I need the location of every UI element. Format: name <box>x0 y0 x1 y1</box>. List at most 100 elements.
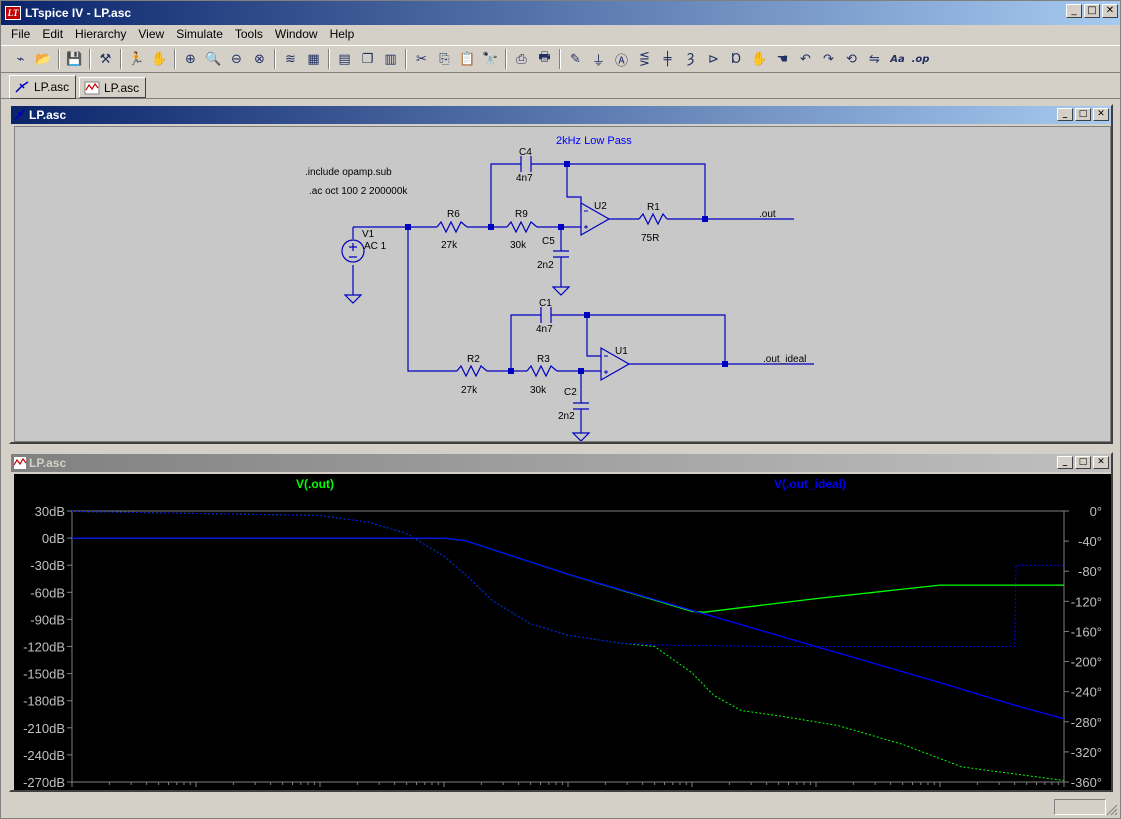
halt-button[interactable]: ✋ <box>148 48 171 70</box>
mirror-button[interactable]: ⇋ <box>863 48 886 70</box>
new-schematic-button[interactable]: ⌁ <box>9 48 32 70</box>
capacitor-c5 <box>553 250 569 258</box>
waveform-close-button[interactable]: ✕ <box>1093 456 1109 469</box>
control-panel-button[interactable]: ⚒ <box>94 48 117 70</box>
tab-schematic-label: LP.asc <box>34 80 70 94</box>
find-button[interactable]: 🔭 <box>479 48 502 70</box>
minimize-button[interactable]: _ <box>1066 4 1082 18</box>
paste-button[interactable]: 📋 <box>456 48 479 70</box>
diode-button[interactable]: ⊳ <box>702 48 725 70</box>
drag-button[interactable]: ☚ <box>771 48 794 70</box>
resize-grip-icon[interactable] <box>1106 804 1118 816</box>
schematic-window-titlebar: LP.asc _ □ ✕ <box>11 106 1111 124</box>
rotate-button[interactable]: ⟲ <box>840 48 863 70</box>
component-button[interactable]: Ɒ <box>725 48 748 70</box>
label-r6: R6 <box>447 209 460 220</box>
pan-button[interactable]: 🔍 <box>202 48 225 70</box>
schematic-title: 2kHz Low Pass <box>556 135 632 147</box>
tab-waveform-label: LP.asc <box>104 80 140 95</box>
maximize-button[interactable]: □ <box>1084 4 1100 18</box>
toolbar-separator <box>505 49 507 69</box>
save-button[interactable]: 💾 <box>63 48 86 70</box>
y-tick-label: 0dB <box>42 531 65 546</box>
menu-edit[interactable]: Edit <box>42 27 64 41</box>
waveform-maximize-button[interactable]: □ <box>1075 456 1091 469</box>
find-icon: 🔭 <box>482 51 499 67</box>
schematic-maximize-button[interactable]: □ <box>1075 108 1091 121</box>
schematic-minimize-button[interactable]: _ <box>1057 108 1073 121</box>
waveform-plot[interactable]: 2Hz20Hz200Hz2KHz20KHz200KHz2MHz20MHz200M… <box>14 474 1111 790</box>
schematic-canvas[interactable]: 2kHz Low Pass .include opamp.sub .ac oct… <box>14 126 1111 442</box>
cut-button[interactable]: ✂ <box>410 48 433 70</box>
inductor-button[interactable]: Ȝ <box>679 48 702 70</box>
menu-file[interactable]: File <box>11 27 31 41</box>
label-u1: U1 <box>615 346 628 357</box>
run-button[interactable]: 🏃 <box>125 48 148 70</box>
y-tick-label: -180dB <box>23 694 65 709</box>
label-r9: R9 <box>515 209 528 220</box>
menu-simulate[interactable]: Simulate <box>176 27 223 41</box>
net-label-out-ideal: .out_ideal <box>763 354 806 365</box>
tile-horizontal-button[interactable]: ▤ <box>333 48 356 70</box>
capacitor-icon: ╪ <box>663 51 672 67</box>
waveform-minimize-button[interactable]: _ <box>1057 456 1073 469</box>
move-button[interactable]: ✋ <box>748 48 771 70</box>
wire-button[interactable]: ✎ <box>564 48 587 70</box>
x-tick-label: 2KHz <box>428 788 460 790</box>
zoom-fit-button[interactable]: ⊗ <box>248 48 271 70</box>
y2-tick-label: -120° <box>1071 594 1102 609</box>
ground-button[interactable]: ⏚ <box>587 48 610 70</box>
x-tick-label: 2Hz <box>60 788 83 790</box>
tile-vertical-button[interactable]: ▥ <box>379 48 402 70</box>
tab-waveform[interactable]: LP.asc <box>79 77 147 98</box>
menu-help[interactable]: Help <box>329 27 355 41</box>
wire <box>531 163 706 219</box>
text-button[interactable]: Aa <box>886 48 909 70</box>
open-button[interactable]: 📂 <box>32 48 55 70</box>
grid-button[interactable]: ▦ <box>302 48 325 70</box>
trace-label-v-out[interactable]: V(.out) <box>296 477 334 491</box>
x-tick-label: 200MHz <box>1040 788 1088 790</box>
toolbar-separator <box>559 49 561 69</box>
menu-view[interactable]: View <box>138 27 165 41</box>
resistor-button[interactable]: ⋚ <box>633 48 656 70</box>
junction-dot <box>722 361 728 367</box>
move-icon: ✋ <box>751 51 768 67</box>
zoom-in-button[interactable]: ⊕ <box>179 48 202 70</box>
opamp-u1 <box>600 346 631 382</box>
redo-button[interactable]: ↷ <box>817 48 840 70</box>
undo-button[interactable]: ↶ <box>794 48 817 70</box>
cut-icon: ✂ <box>416 51 427 67</box>
schematic-icon <box>15 81 29 93</box>
voltage-source-v1 <box>341 239 365 263</box>
opamp-u2 <box>580 201 611 237</box>
inductor-icon: Ȝ <box>686 51 695 67</box>
zoom-out-button[interactable]: ⊖ <box>225 48 248 70</box>
schematic-close-button[interactable]: ✕ <box>1093 108 1109 121</box>
label-c4-value: 4n7 <box>516 173 533 184</box>
menu-tools[interactable]: Tools <box>234 27 263 41</box>
menu-window[interactable]: Window <box>274 27 318 41</box>
y2-tick-label: -200° <box>1071 655 1102 670</box>
copy-button[interactable]: ⎘ <box>433 48 456 70</box>
close-button[interactable]: ✕ <box>1102 4 1118 18</box>
cascade-button[interactable]: ❐ <box>356 48 379 70</box>
trace-label-v-out-ideal[interactable]: V(.out_ideal) <box>774 477 846 491</box>
print-button[interactable]: 🖶 <box>533 48 556 70</box>
autorange-button[interactable]: ≋ <box>279 48 302 70</box>
print-setup-button[interactable]: ⎙ <box>510 48 533 70</box>
capacitor-button[interactable]: ╪ <box>656 48 679 70</box>
toolbar-separator <box>328 49 330 69</box>
tab-schematic[interactable]: LP.asc <box>9 75 77 99</box>
schematic-window: LP.asc _ □ ✕ <box>9 104 1113 444</box>
label-button[interactable]: Ⓐ <box>610 48 633 70</box>
label-r3-value: 30k <box>530 385 547 396</box>
menu-hierarchy[interactable]: Hierarchy <box>75 27 127 41</box>
toolbar-separator <box>120 49 122 69</box>
wire <box>490 163 521 227</box>
spice-directive-button[interactable]: .op <box>909 48 932 70</box>
capacitor-c1 <box>540 307 552 323</box>
label-r3: R3 <box>537 354 550 365</box>
x-tick-label: 200Hz <box>301 788 339 790</box>
